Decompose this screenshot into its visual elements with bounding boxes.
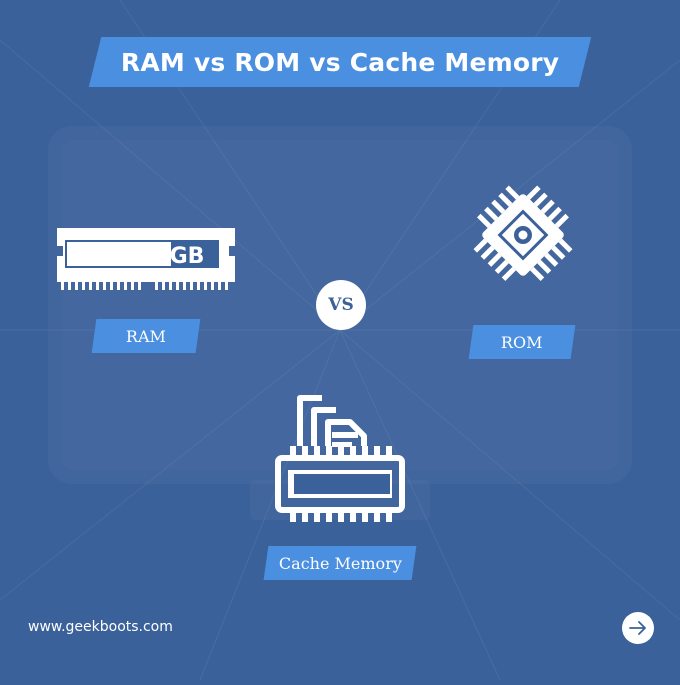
cache-memory-icon [275, 395, 405, 522]
rom-label-box: ROM [468, 325, 576, 359]
arrow-right-icon [629, 621, 646, 635]
cache-label: Cache Memory [278, 553, 402, 573]
cache-label-box: Cache Memory [263, 546, 417, 580]
rom-chip-icon [473, 185, 573, 281]
ram-label-box: RAM [91, 319, 201, 353]
rom-label: ROM [501, 332, 543, 352]
vs-badge: VS [316, 280, 366, 330]
title-banner: RAM vs ROM vs Cache Memory [88, 37, 592, 87]
next-button[interactable] [622, 612, 654, 644]
ram-module-icon: GB [57, 228, 235, 290]
page-title: RAM vs ROM vs Cache Memory [120, 47, 560, 77]
ram-label: RAM [126, 326, 166, 346]
ram-chip-text: GB [170, 244, 205, 269]
website-url[interactable]: www.geekboots.com [28, 619, 173, 635]
vs-text: VS [328, 295, 354, 315]
